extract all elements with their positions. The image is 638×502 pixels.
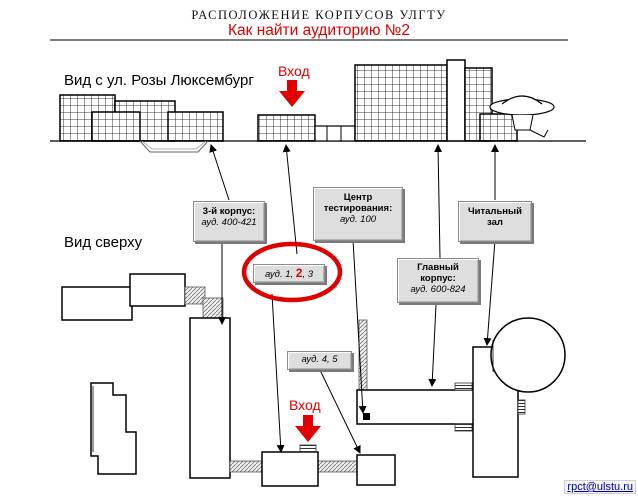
callout-testing-rooms: ауд. 100 xyxy=(339,214,377,225)
plan-left-block xyxy=(61,286,133,321)
top-view xyxy=(61,273,566,487)
callout-main-title1: Главный xyxy=(417,262,459,273)
plan-connector-2 xyxy=(229,460,264,473)
plan-entrance-steps xyxy=(299,444,317,453)
callout-rooms-123: ауд. 1, 2, 3 xyxy=(253,264,325,283)
callout-building-3-title: 3-й корпус: xyxy=(202,206,256,217)
page-subtitle: Как найти аудиторию №2 xyxy=(227,22,411,39)
plan-entrance-building xyxy=(261,451,319,487)
callout-building-3-rooms: ауд. 400-421 xyxy=(201,217,257,228)
callout-testing-center: Центр тестирования: ауд. 100 xyxy=(313,187,403,241)
entrance-label-top: Вход xyxy=(278,63,310,79)
facade-passage xyxy=(314,125,356,142)
highlight-circle xyxy=(241,241,343,303)
callout-main-building: Главный корпус: ауд. 600-824 xyxy=(397,258,479,303)
facade-entrance-building xyxy=(257,114,316,142)
callout-testing-title2: тестирования: xyxy=(323,203,393,214)
street-view-label: Вид с ул. Розы Люксембург xyxy=(64,72,254,89)
page-title: РАСПОЛОЖЕНИЕ КОРПУСОВ УЛГТУ xyxy=(191,8,447,22)
plan-connector-3 xyxy=(317,460,359,473)
callout-main-title2: корпус: xyxy=(420,273,456,284)
facade-reading-hall xyxy=(479,113,518,142)
callout-rooms-123-after: , 3 xyxy=(302,269,314,280)
facade-block-3 xyxy=(91,111,141,142)
entrance-label-bottom: Вход xyxy=(289,397,321,413)
plan-bottom-left xyxy=(90,382,137,475)
room-2-highlight: 2 xyxy=(295,266,303,280)
facade-block-4 xyxy=(167,111,224,142)
plan-connector-1 xyxy=(184,286,206,305)
callout-building-3: 3-й корпус: ауд. 400-421 xyxy=(193,201,265,242)
plan-main-building xyxy=(356,389,488,425)
callout-reading-title1: Читальный xyxy=(467,206,523,217)
email-link[interactable]: rpct@ulstu.ru xyxy=(564,480,636,494)
callout-reading-hall: Читальный зал xyxy=(458,201,532,242)
facade-main-building xyxy=(354,64,448,142)
plan-block-45 xyxy=(356,454,396,486)
plan-upper-block xyxy=(129,273,186,307)
callout-testing-title1: Центр xyxy=(343,192,373,203)
callout-main-rooms: ауд. 600-824 xyxy=(410,284,466,295)
top-view-label: Вид сверху xyxy=(64,234,143,251)
entrance-arrow-bottom xyxy=(295,415,321,442)
plan-vertical-passage xyxy=(358,319,368,391)
callout-rooms-123-before: ауд. 1, xyxy=(264,269,296,280)
facade-tower xyxy=(446,59,466,142)
facade-bridge xyxy=(139,140,209,153)
callout-reading-title2: зал xyxy=(487,217,503,228)
plan-building-3 xyxy=(189,317,231,479)
leader-lines xyxy=(209,144,499,454)
street-view xyxy=(50,59,586,153)
callout-rooms-45-text: ауд. 4, 5 xyxy=(301,354,338,365)
callout-rooms-45: ауд. 4, 5 xyxy=(287,351,352,370)
plan-reading-hall xyxy=(490,317,566,393)
facade-dome xyxy=(489,95,555,138)
entrance-arrow-top xyxy=(279,80,305,107)
